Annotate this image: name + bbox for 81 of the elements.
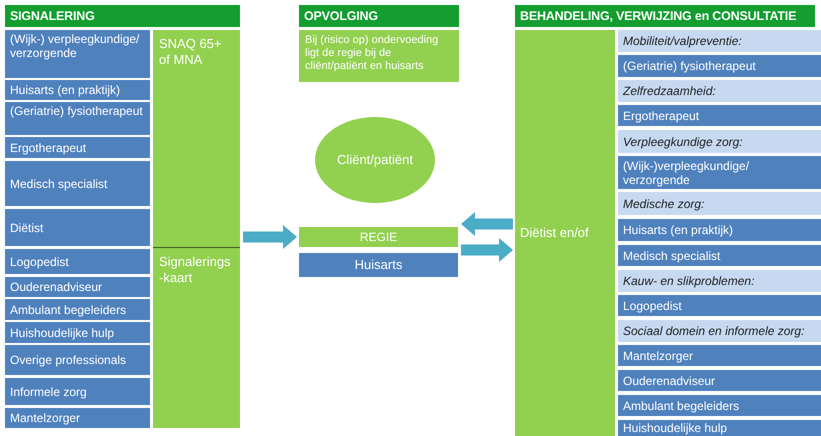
- block-arrow: [461, 238, 513, 262]
- box-label: Kauw- en slikproblemen:: [623, 274, 754, 288]
- role-box: [5, 102, 150, 135]
- referral-row: [618, 245, 821, 266]
- box-label: Mantelzorger: [10, 411, 80, 425]
- role-box: [5, 249, 150, 274]
- referral-row: [618, 420, 821, 436]
- box-label: Huisarts (en praktijk): [10, 83, 120, 97]
- box-label: Mantelzorger: [623, 348, 694, 362]
- client-ellipse: [315, 117, 435, 203]
- referral-row: [618, 219, 821, 241]
- box-label: Huisarts: [354, 258, 402, 272]
- block-arrow: [461, 212, 513, 236]
- role-box: [5, 137, 150, 158]
- referral-row: [618, 395, 821, 416]
- referral-row: [618, 295, 821, 316]
- box-label: Informele zorg: [10, 384, 87, 398]
- category-row: [618, 80, 821, 102]
- role-box: [5, 299, 150, 320]
- box-label: Diëtist: [10, 220, 44, 234]
- box-label: Ergotherapeut: [10, 140, 86, 154]
- box-label: Huishoudelijke hulp: [623, 421, 728, 435]
- box-label: Huisarts (en praktijk): [623, 223, 734, 237]
- box-label: Medisch specialist: [623, 248, 720, 262]
- role-box: [5, 345, 150, 375]
- huisarts-box: [299, 253, 458, 277]
- dietitian-box: [515, 30, 615, 436]
- tool-box: [153, 248, 240, 428]
- box-label: Medisch specialist: [10, 176, 108, 190]
- role-box: [5, 30, 150, 78]
- box-label: Bij (risico op) ondervoeding ligt de regie bij de cliënt/patiënt en huisarts: [305, 34, 440, 74]
- category-row: [618, 30, 821, 52]
- box-label: Logopedist: [10, 254, 69, 268]
- role-box: [5, 277, 150, 297]
- box-label: (Geriatrie) fysiotherapeut: [10, 104, 143, 118]
- box-label: Overige professionals: [10, 353, 126, 367]
- regie-box: [299, 227, 458, 247]
- role-box: [5, 161, 150, 206]
- tool-box: [153, 30, 240, 247]
- header-label: OPVOLGING: [304, 9, 378, 23]
- box-label: (Wijk-)verpleegkundige/ verzorgende: [623, 158, 750, 186]
- box-label: Zelfredzaamheid:: [623, 84, 716, 98]
- box-label: Logopedist: [623, 298, 682, 312]
- category-row: [618, 270, 821, 292]
- box-label: Verpleegkundige zorg:: [623, 134, 743, 148]
- box-label: Mobiliteit/valpreventie:: [623, 34, 742, 48]
- header-label: SIGNALERING: [10, 9, 95, 23]
- box-label: SNAQ 65+ of MNA: [159, 36, 223, 69]
- referral-row: [618, 370, 821, 391]
- box-label: Ouderenadviseur: [623, 374, 716, 388]
- referral-row: [618, 105, 821, 126]
- header-label: BEHANDELING, VERWIJZING en CONSULTATIE: [520, 9, 796, 23]
- note-box: [299, 30, 459, 82]
- box-label: Sociaal domein en informele zorg:: [623, 324, 804, 338]
- header-bar: [299, 5, 459, 27]
- box-label: Medische zorg:: [623, 196, 704, 210]
- box-label: Ouderenadviseur: [10, 280, 102, 294]
- referral-row: [618, 55, 821, 77]
- box-label: Diëtist en/of: [520, 226, 589, 240]
- box-label: (Geriatrie) fysiotherapeut: [623, 59, 756, 73]
- category-row: [618, 320, 821, 342]
- box-label: Ambulant begeleiders: [10, 302, 126, 316]
- box-label: Ambulant begeleiders: [623, 398, 740, 412]
- block-arrow: [243, 225, 297, 249]
- role-box: [5, 408, 150, 428]
- box-label: REGIE: [360, 230, 398, 244]
- role-box: [5, 322, 150, 343]
- box-label: Signalerings -kaart: [159, 254, 232, 287]
- header-bar: [5, 5, 240, 27]
- role-box: [5, 209, 150, 246]
- box-label: Huishoudelijke hulp: [10, 326, 114, 340]
- box-label: Ergotherapeut: [623, 108, 700, 122]
- referral-row: [618, 156, 821, 189]
- category-row: [618, 130, 821, 153]
- role-box: [5, 80, 150, 100]
- header-bar: [515, 5, 815, 27]
- box-label: (Wijk-) verpleegkundige/ verzorgende: [10, 32, 140, 60]
- role-box: [5, 378, 150, 405]
- referral-row: [618, 345, 821, 366]
- category-row: [618, 192, 821, 215]
- box-label: Cliënt/patiënt: [337, 153, 413, 167]
